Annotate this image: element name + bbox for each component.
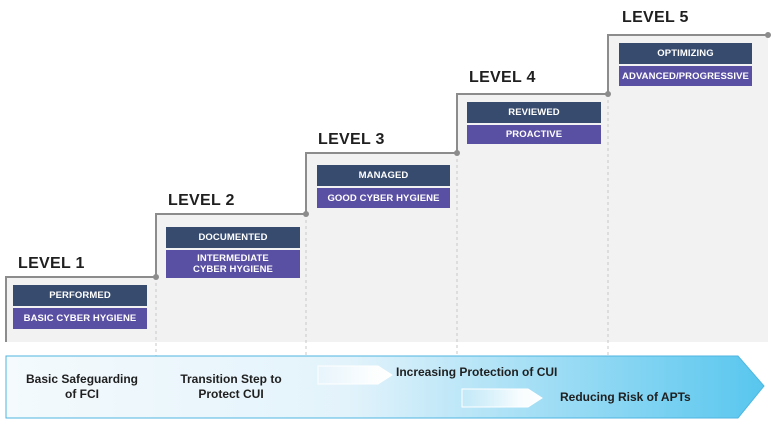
level-2-process-box: DOCUMENTED bbox=[166, 227, 300, 248]
level-1-title: LEVEL 1 bbox=[18, 255, 85, 272]
increasing-protection-text: Increasing Protection of CUI bbox=[396, 365, 558, 379]
level-5-practice-label: ADVANCED/PROGRESSIVE bbox=[622, 70, 749, 82]
level-4-practice-box: PROACTIVE bbox=[467, 125, 601, 144]
reducing-risk-text: Reducing Risk of APTs bbox=[560, 390, 691, 404]
basic-safeguarding-line1: Basic Safeguarding bbox=[25, 372, 139, 386]
level-5-practice-box: ADVANCED/PROGRESSIVE bbox=[619, 66, 752, 86]
level-3-process-label: MANAGED bbox=[358, 170, 409, 181]
level-4-title: LEVEL 4 bbox=[469, 69, 536, 86]
step-fill-5 bbox=[608, 35, 768, 342]
basic-safeguarding-text: Basic Safeguarding of FCI bbox=[10, 372, 154, 402]
level-1-practice-label: BASIC CYBER HYGIENE bbox=[23, 313, 137, 324]
level-4-process-label: REVIEWED bbox=[508, 107, 560, 118]
level-3-process-box: MANAGED bbox=[317, 165, 450, 186]
transition-step-text: Transition Step to Protect CUI bbox=[158, 372, 304, 402]
protection-band-arrow bbox=[5, 355, 765, 419]
level-4-practice-label: PROACTIVE bbox=[505, 129, 563, 140]
level-1-practice-box: BASIC CYBER HYGIENE bbox=[13, 308, 147, 329]
level-3-practice-label: GOOD CYBER HYGIENE bbox=[327, 192, 440, 204]
increasing-protection-arrow bbox=[317, 365, 393, 385]
reducing-risk-arrow bbox=[461, 388, 543, 408]
level-5-title: LEVEL 5 bbox=[622, 9, 689, 26]
level-3-practice-box: GOOD CYBER HYGIENE bbox=[317, 188, 450, 208]
level-1-process-box: PERFORMED bbox=[13, 285, 147, 306]
level-2-practice-label-line1: INTERMEDIATE bbox=[197, 253, 269, 264]
level-2-practice-box: INTERMEDIATE CYBER HYGIENE bbox=[166, 250, 300, 278]
stair-outline bbox=[5, 34, 768, 342]
stair-corner-dots bbox=[153, 32, 771, 280]
transition-step-line2: Protect CUI bbox=[198, 387, 264, 401]
level-5-process-box: OPTIMIZING bbox=[619, 43, 752, 64]
level-4-process-box: REVIEWED bbox=[467, 102, 601, 123]
level-3-title: LEVEL 3 bbox=[318, 131, 385, 148]
transition-step-line1: Transition Step to bbox=[180, 372, 282, 386]
basic-safeguarding-line2: of FCI bbox=[65, 387, 99, 401]
level-5-process-label: OPTIMIZING bbox=[657, 48, 714, 59]
level-1-process-label: PERFORMED bbox=[49, 290, 111, 301]
level-2-practice-label-line2: CYBER HYGIENE bbox=[193, 264, 273, 275]
level-2-process-label: DOCUMENTED bbox=[198, 232, 268, 243]
level-2-title: LEVEL 2 bbox=[168, 192, 235, 209]
